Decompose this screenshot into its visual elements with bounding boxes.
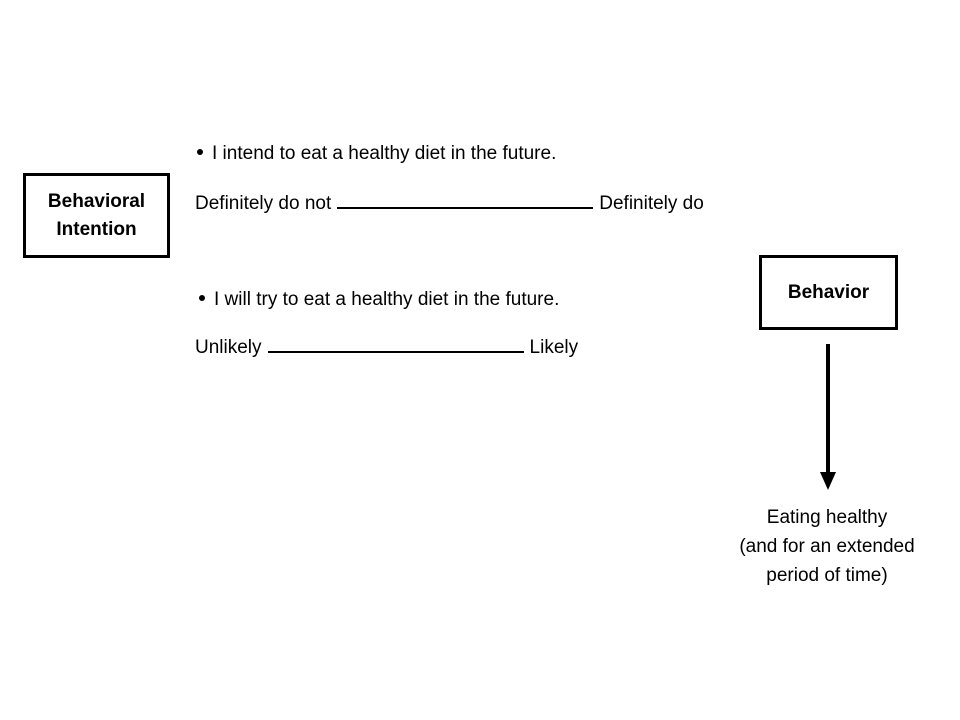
- behavior-outcome-text: Eating healthy (and for an extended peri…: [700, 503, 954, 590]
- outcome-line3: period of time): [766, 565, 888, 586]
- item-2-question-text: I will try to eat a healthy diet in the …: [214, 289, 560, 310]
- item-1-question: I intend to eat a healthy diet in the fu…: [197, 143, 556, 165]
- behavioral-intention-box: Behavioral Intention: [23, 173, 170, 258]
- item-2-scale-left: Unlikely: [195, 337, 262, 358]
- item-2-scale-right: Likely: [529, 337, 579, 358]
- item-1-scale-right: Definitely do: [599, 193, 704, 214]
- down-arrow-icon: [820, 344, 836, 490]
- item-2-question: I will try to eat a healthy diet in the …: [199, 289, 559, 311]
- item-1-scale: Definitely do not Definitely do: [195, 189, 704, 215]
- behavior-label: Behavior: [787, 281, 870, 303]
- item-2-response-line[interactable]: [267, 333, 524, 353]
- item-2-scale: Unlikely Likely: [195, 333, 578, 359]
- bullet-icon: [197, 148, 203, 155]
- behavioral-intention-label-line2: Intention: [56, 218, 137, 240]
- bullet-icon: [199, 294, 205, 301]
- outcome-line2: (and for an extended: [739, 536, 915, 557]
- item-1-scale-left: Definitely do not: [195, 193, 332, 214]
- item-1-question-text: I intend to eat a healthy diet in the fu…: [212, 143, 557, 164]
- outcome-line1: Eating healthy: [766, 507, 888, 528]
- behavior-box: Behavior: [759, 255, 898, 330]
- item-1-response-line[interactable]: [337, 189, 594, 209]
- behavioral-intention-label-line1: Behavioral: [47, 190, 146, 212]
